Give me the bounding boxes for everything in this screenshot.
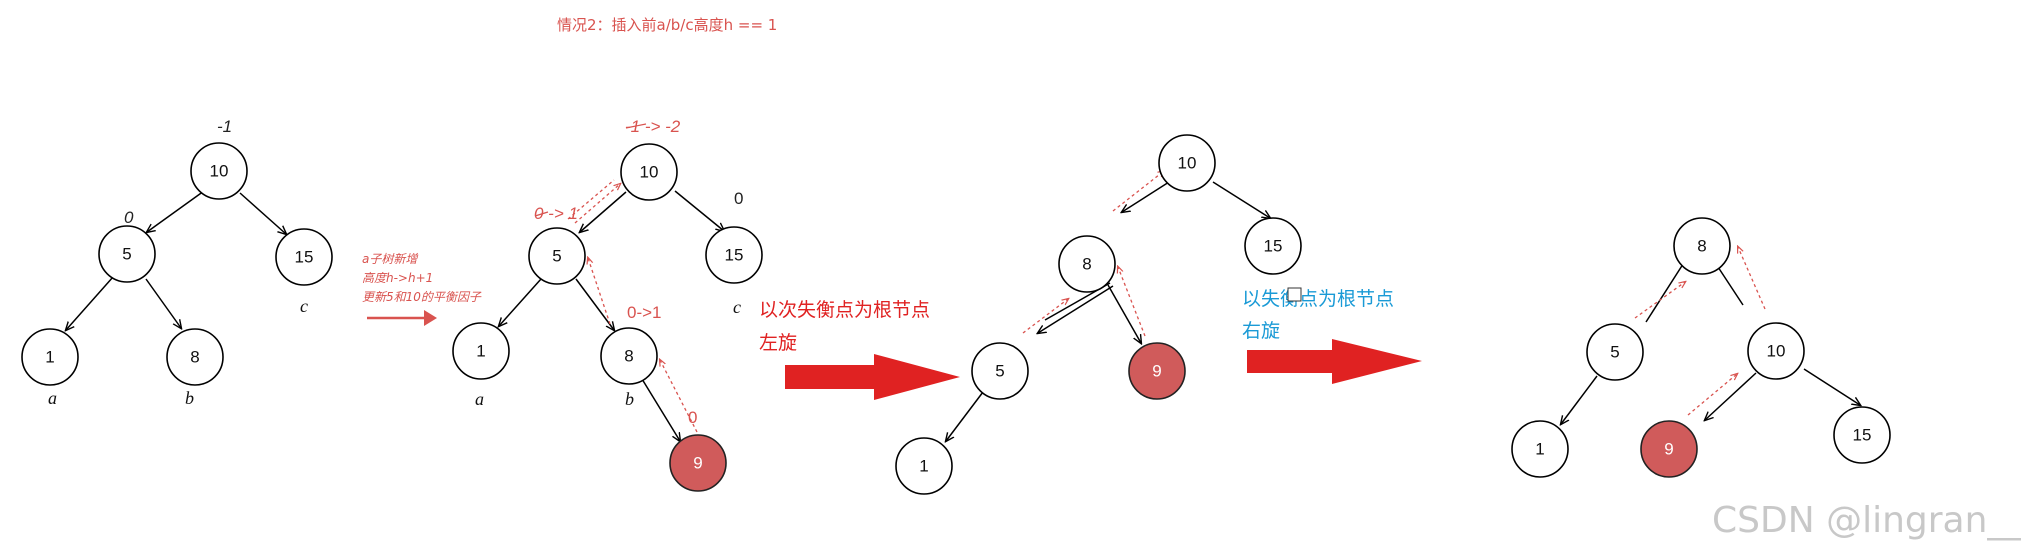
- tree-3-node-right: 15: [1244, 217, 1302, 275]
- tree-1-initial: 10 5 15 1 8 -1 0 a b c: [21, 117, 333, 408]
- tree-2-node-left: 5: [528, 227, 586, 285]
- watermark: CSDN @lingran__: [1712, 500, 2021, 541]
- step-note: a子树新增 高度h->h+1 更新5和10的平衡因子: [362, 252, 482, 326]
- svg-text:8: 8: [1082, 255, 1091, 274]
- tree-2-node-right: 15: [705, 226, 763, 284]
- tree-3-node-left-left-left: 1: [895, 437, 953, 495]
- svg-text:1: 1: [919, 457, 928, 476]
- svg-text:5: 5: [122, 245, 131, 264]
- tree-3-node-left-left: 5: [971, 342, 1029, 400]
- tree-1-node-root: 10: [190, 142, 248, 200]
- svg-text:9: 9: [693, 454, 702, 473]
- tree-2-node-left-left: 1: [452, 322, 510, 380]
- svg-text:5: 5: [1610, 343, 1619, 362]
- tree-2-bf-inserted: 0: [688, 408, 697, 427]
- tree-2-label-a: a: [475, 389, 484, 409]
- svg-text:1: 1: [45, 348, 54, 367]
- caption-right-rotate-line-2: 右旋: [1242, 320, 1280, 342]
- step-note-line-2: 高度h->h+1: [362, 271, 433, 285]
- svg-text:15: 15: [1264, 237, 1283, 256]
- tree-3-node-left: 8: [1058, 235, 1116, 293]
- svg-text:10: 10: [1178, 154, 1197, 173]
- tree-4-node-right-right: 15: [1833, 406, 1891, 464]
- tree-2-bf-root: -1 -> -2: [625, 117, 681, 136]
- tree-2-node-left-right: 8: [600, 327, 658, 385]
- tree-1-label-a: a: [48, 388, 57, 408]
- tree-4-node-right-left: 9: [1640, 420, 1698, 478]
- big-arrow-2: [1247, 339, 1422, 384]
- tree-1-bf-left: 0: [124, 208, 134, 227]
- caption-left-rotate-line-2: 左旋: [759, 332, 797, 354]
- svg-text:8: 8: [1697, 237, 1706, 256]
- svg-text:8: 8: [190, 348, 199, 367]
- tree-3-node-root: 10: [1158, 134, 1216, 192]
- tree-2-bf-left-right: 0->1: [627, 303, 662, 322]
- svg-text:15: 15: [725, 246, 744, 265]
- tree-2-label-b: b: [625, 389, 634, 409]
- tree-4-node-right: 10: [1747, 322, 1805, 380]
- tree-4-node-left-left: 1: [1511, 420, 1569, 478]
- tree-1-node-left-right: 8: [166, 328, 224, 386]
- svg-text:10: 10: [1767, 342, 1786, 361]
- svg-text:5: 5: [552, 247, 561, 266]
- tree-3-after-left-rotate: 10 8 15 5 9 1: [895, 134, 1302, 495]
- tree-1-node-right: 15: [275, 228, 333, 286]
- tree-4-after-right-rotate: 8 5 10 1 9 15: [1511, 217, 1891, 478]
- tree-1-label-c: c: [300, 296, 308, 316]
- tree-2-after-insert: 10 5 15 1 8 9 -1 -> -2 0 0 -> 1 0->1 0 a…: [452, 117, 763, 492]
- tree-2-node-inserted: 9: [669, 434, 727, 492]
- tree-4-node-left: 5: [1586, 323, 1644, 381]
- tree-1-node-left-left: 1: [21, 328, 79, 386]
- step-note-line-1: a子树新增: [362, 252, 418, 266]
- cursor-box-icon: [1287, 287, 1302, 302]
- big-arrow-1: [785, 354, 960, 400]
- svg-text:1: 1: [1535, 440, 1544, 459]
- tree-2-node-root: 10: [620, 143, 678, 201]
- diagram-title: 情况2：插入前a/b/c高度h == 1: [557, 16, 777, 34]
- step-note-line-3: 更新5和10的平衡因子: [362, 290, 482, 304]
- svg-text:9: 9: [1664, 440, 1673, 459]
- svg-text:9: 9: [1152, 362, 1161, 381]
- svg-text:15: 15: [295, 248, 314, 267]
- svg-text:8: 8: [624, 347, 633, 366]
- svg-text:10: 10: [210, 162, 229, 181]
- tree-1-bf-root: -1: [217, 117, 232, 136]
- tree-1-node-left: 5: [98, 225, 156, 283]
- caption-left-rotate-line-1: 以次失衡点为根节点: [759, 299, 930, 321]
- svg-text:1: 1: [476, 342, 485, 361]
- tree-2-bf-left: 0 -> 1: [534, 204, 578, 223]
- tree-1-label-b: b: [185, 388, 194, 408]
- svg-text:10: 10: [640, 163, 659, 182]
- step-arrow-head: [424, 310, 437, 326]
- caption-right-rotate-line-1: 以失衡点为根节点: [1242, 288, 1394, 310]
- tree-4-node-root: 8: [1673, 217, 1731, 275]
- svg-text:15: 15: [1853, 426, 1872, 445]
- tree-3-node-left-right: 9: [1128, 342, 1186, 400]
- tree-2-label-c: c: [733, 297, 741, 317]
- tree-2-bf-right: 0: [734, 189, 743, 208]
- svg-text:5: 5: [995, 362, 1004, 381]
